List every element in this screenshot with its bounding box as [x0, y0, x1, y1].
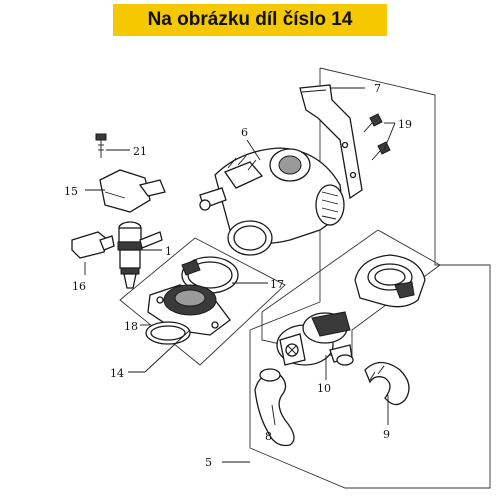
valve-part-10 — [276, 311, 354, 366]
callout-9: 9 — [383, 428, 390, 441]
leader-lines — [84, 87, 396, 463]
callout-7: 7 — [374, 82, 381, 95]
callout-17: 17 — [270, 278, 284, 291]
highlight-banner: Na obrázku díl číslo 14 — [113, 4, 387, 36]
callout-15: 15 — [64, 185, 78, 198]
callout-5: 5 — [205, 456, 212, 469]
callout-18: 18 — [124, 320, 138, 333]
connector-part-15 — [99, 169, 166, 213]
air-sleeve-part-5 — [354, 254, 426, 308]
hose-part-9 — [364, 361, 410, 406]
callout-8: 8 — [265, 430, 272, 443]
group-5-inner-frame — [261, 229, 441, 361]
callout-19: 19 — [398, 118, 412, 131]
throttle-body-part-6 — [199, 147, 345, 256]
bolts-part-19 — [363, 113, 391, 161]
callout-16: 16 — [72, 280, 86, 293]
callout-1: 1 — [165, 245, 172, 258]
callout-6: 6 — [241, 126, 248, 139]
callout-14: 14 — [110, 367, 124, 380]
bracket-part-7 — [299, 84, 363, 200]
hose-part-8 — [254, 368, 295, 447]
callout-21: 21 — [133, 145, 147, 158]
callout-10: 10 — [317, 382, 331, 395]
clip-part-16 — [71, 231, 115, 259]
bolt-part-21 — [95, 133, 107, 158]
injector-part-1 — [117, 221, 163, 289]
group-5-frame — [249, 67, 491, 489]
o-ring-part-18 — [145, 321, 191, 345]
banner-text: Na obrázku díl číslo 14 — [147, 9, 353, 30]
hose-clamp-part-17 — [181, 256, 239, 294]
